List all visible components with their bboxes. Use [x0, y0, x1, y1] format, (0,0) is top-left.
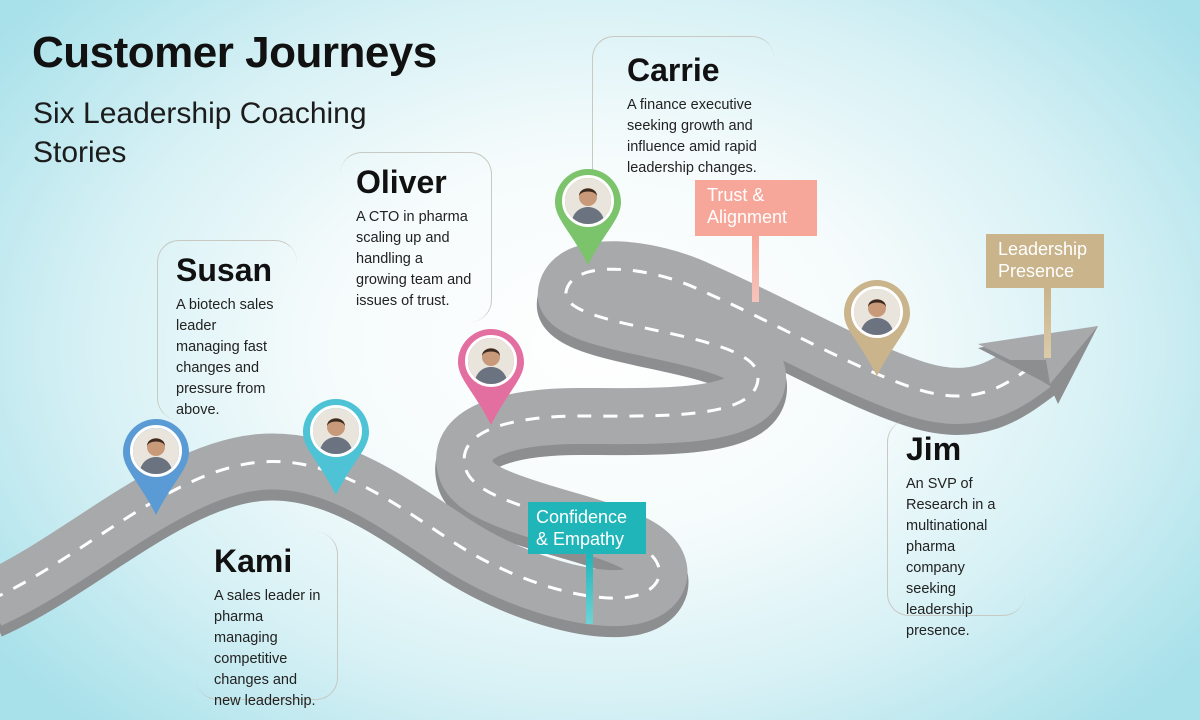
milestone-label: Leadership Presence	[986, 234, 1104, 288]
page-subtitle: Six Leadership Coaching Stories	[33, 97, 367, 169]
person-portrait-icon	[310, 405, 362, 457]
story-description: A finance executive seeking growth and i…	[627, 97, 757, 176]
milestone-confidence-empathy: Confidence & Empathy	[528, 502, 646, 624]
person-portrait-icon	[562, 175, 614, 227]
story-description: A CTO in pharma scaling up and handling …	[356, 209, 472, 309]
story-description: A biotech sales leader managing fast cha…	[176, 297, 274, 418]
milestone-trust-alignment: Trust & Alignment	[695, 180, 817, 302]
map-pin-carrie	[553, 167, 623, 267]
road-arrow-head	[978, 326, 1098, 384]
story-card-carrie: Carrie A finance executive seeking growt…	[592, 36, 774, 196]
story-name: Jim	[906, 431, 962, 467]
milestone-label: Trust & Alignment	[695, 180, 817, 236]
story-card-susan: Susan A biotech sales leader managing fa…	[157, 240, 297, 420]
story-name: Oliver	[356, 164, 447, 200]
story-name: Kami	[214, 543, 293, 579]
story-card-kami: Kami A sales leader in pharma managing c…	[196, 532, 338, 709]
milestone-leadership-presence: Leadership Presence	[986, 234, 1104, 358]
person-portrait-icon	[130, 425, 182, 477]
milestone-label: Confidence & Empathy	[528, 502, 646, 554]
milestone-pole	[586, 554, 593, 624]
map-pin-kami	[301, 397, 371, 497]
story-description: A sales leader in pharma managing compet…	[214, 588, 321, 709]
map-pin-susan	[121, 417, 191, 517]
story-card-jim: Jim An SVP of Research in a multinationa…	[887, 420, 1025, 639]
map-pin-jim	[842, 278, 912, 378]
milestone-pole	[752, 236, 759, 302]
story-description: An SVP of Research in a multinational ph…	[906, 476, 996, 639]
road-lane-markings	[0, 267, 1041, 600]
story-name: Susan	[176, 252, 273, 288]
person-portrait-icon	[465, 335, 517, 387]
milestone-pole	[1044, 288, 1051, 358]
page-title: Customer Journeys	[32, 28, 437, 77]
person-portrait-icon	[851, 286, 903, 338]
story-card-oliver: Oliver A CTO in pharma scaling up and ha…	[340, 152, 492, 322]
map-pin-oliver	[456, 327, 526, 427]
story-name: Carrie	[627, 52, 720, 88]
